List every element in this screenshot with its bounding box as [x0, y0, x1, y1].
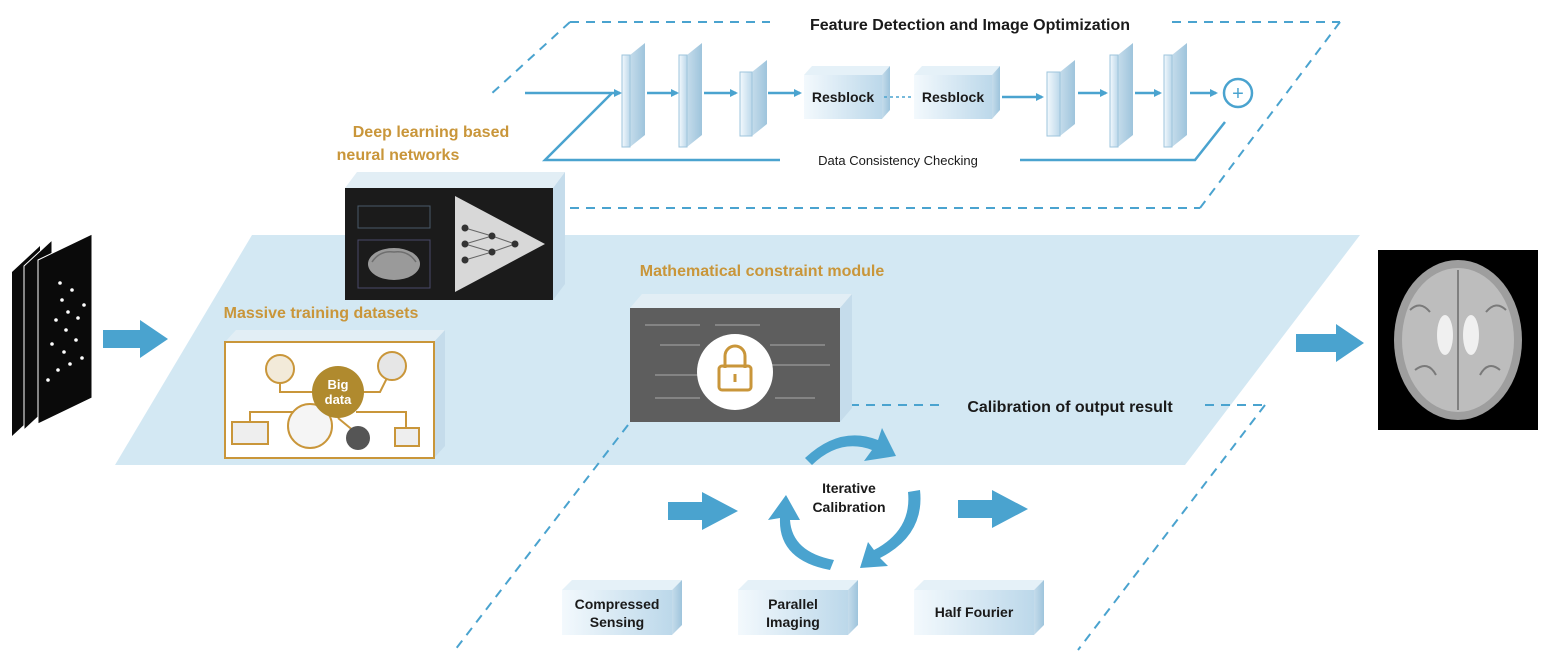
plus-symbol: +: [1232, 83, 1244, 105]
resblock-1-label: Resblock: [812, 89, 874, 105]
training-dataset-panel: Big data: [224, 330, 445, 459]
flow-arrow-left: [668, 492, 738, 530]
conv-layer-4: [1046, 60, 1075, 137]
resblock-2: Resblock: [914, 66, 1000, 119]
lock-icon: [697, 334, 773, 410]
method-3-label: Half Fourier: [935, 604, 1014, 620]
massive-training-label: Massive training datasets: [224, 305, 419, 322]
calibration-output-label: Calibration of output result: [967, 399, 1173, 416]
resblock-1: Resblock: [804, 66, 890, 119]
iterative-label-line2: Calibration: [812, 499, 885, 515]
pipeline-arrows: [612, 89, 1218, 101]
method-1-line1: Compressed: [575, 596, 660, 612]
conv-layer-1: [621, 43, 645, 148]
iterative-label-line1: Iterative: [822, 480, 876, 496]
top-plane-title: Feature Detection and Image Optimization: [810, 17, 1130, 34]
conv-layer-6: [1163, 43, 1187, 148]
bottom-plane-outline: [454, 404, 1266, 651]
conv-layer-5: [1109, 43, 1133, 148]
brain-output-image-icon: [1378, 250, 1538, 430]
conv-layer-3: [739, 60, 767, 137]
method-compressed-sensing: Compressed Sensing: [562, 580, 682, 635]
math-constraint-panel: [630, 294, 852, 422]
flow-arrow-right: [958, 490, 1028, 528]
method-2-line1: Parallel: [768, 596, 818, 612]
deep-learning-label-line1: Deep learning based: [353, 124, 510, 141]
data-consistency-label: Data Consistency Checking: [818, 153, 978, 168]
output-arrow: [1296, 324, 1364, 362]
resblock-2-label: Resblock: [922, 89, 984, 105]
top-plane-outline: [489, 21, 1341, 209]
input-arrow: [103, 320, 168, 358]
method-half-fourier: Half Fourier: [914, 580, 1044, 635]
brain-icon: [368, 248, 420, 280]
method-2-line2: Imaging: [766, 614, 820, 630]
math-constraint-label: Mathematical constraint module: [640, 263, 885, 280]
method-1-line2: Sensing: [590, 614, 644, 630]
neural-network-icon: [455, 196, 545, 292]
deep-learning-label-line2: neural networks: [337, 147, 460, 164]
sum-node: +: [1222, 77, 1254, 109]
big-data-line1: Big: [328, 377, 349, 392]
neural-network-panel: [345, 172, 565, 300]
iterative-cycle-arrows: [768, 428, 921, 570]
input-kspace-stack-icon: [12, 233, 93, 436]
big-data-line2: data: [325, 392, 353, 407]
top-pipeline-lines: [525, 91, 1226, 162]
method-parallel-imaging: Parallel Imaging: [738, 580, 858, 635]
big-data-circle: [312, 366, 364, 418]
conv-layer-2: [678, 43, 702, 148]
